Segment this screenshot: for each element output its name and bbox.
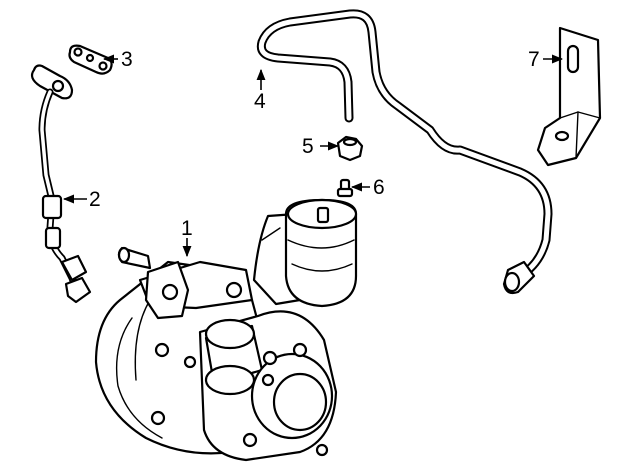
gasket — [68, 44, 113, 75]
nut — [336, 135, 364, 162]
callout-3: 3 — [121, 48, 133, 71]
callout-1: 1 — [181, 217, 193, 240]
callouts: 1 2 3 4 5 6 7 — [62, 48, 564, 258]
callout-2: 2 — [89, 188, 101, 211]
stud — [336, 178, 354, 198]
callout-4: 4 — [254, 90, 266, 113]
oil-feed-pipe — [256, 9, 553, 295]
callout-5: 5 — [302, 135, 314, 158]
callout-6: 6 — [373, 176, 385, 199]
mounting-bracket — [536, 26, 602, 167]
oil-line — [30, 64, 92, 304]
callout-7: 7 — [528, 48, 540, 71]
turbocharger — [94, 198, 358, 462]
